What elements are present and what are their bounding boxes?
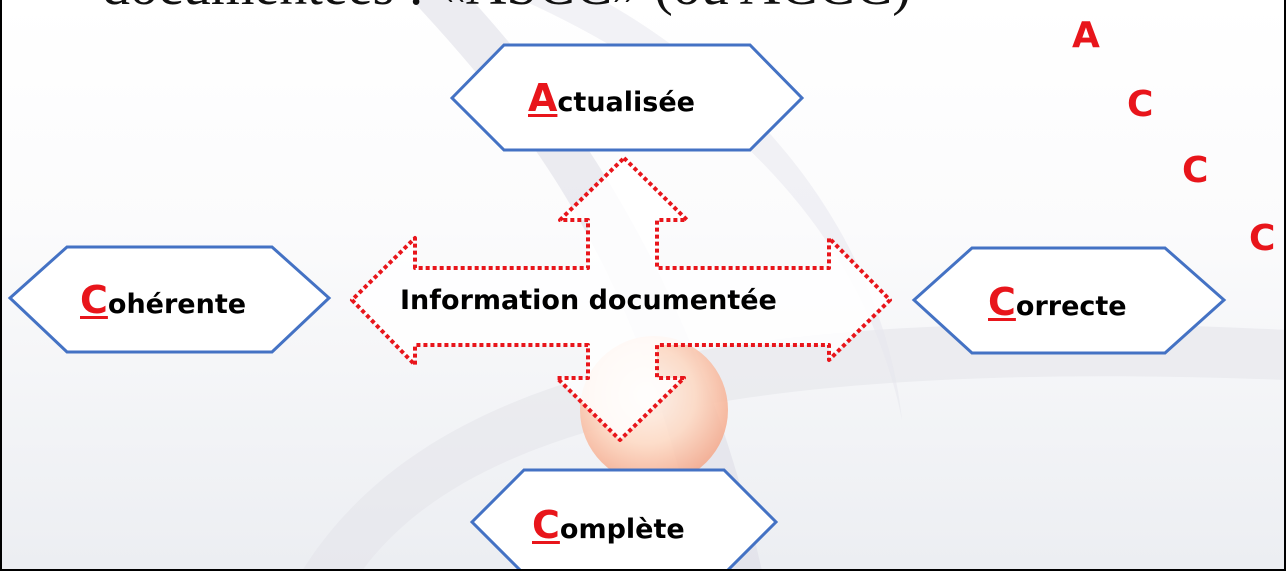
- label-actualisee-rest: ctualisée: [557, 87, 695, 118]
- label-actualisee: Actualisée: [528, 76, 695, 120]
- hexagon-actualisee: [449, 43, 805, 152]
- label-complete-initial: C: [532, 503, 560, 547]
- label-correcte-rest: orrecte: [1015, 291, 1127, 322]
- label-actualisee-initial: A: [528, 76, 558, 120]
- label-coherente-rest: ohérente: [107, 289, 247, 320]
- mnemonic-letter-c1: C: [1127, 84, 1154, 125]
- mnemonic-letter-c3: C: [1249, 218, 1276, 259]
- label-coherente-initial: C: [80, 278, 108, 322]
- label-correcte: Correcte: [988, 280, 1127, 324]
- mnemonic-letter-a: A: [1072, 15, 1100, 56]
- label-complete-rest: omplète: [559, 514, 685, 545]
- center-label: Information documentée: [400, 285, 777, 316]
- hexagon-coherente: [7, 245, 332, 354]
- hexagon-correcte: [911, 246, 1227, 355]
- label-complete: Complète: [532, 503, 685, 547]
- hexagon-complete: [469, 468, 779, 569]
- label-coherente: Cohérente: [80, 278, 246, 322]
- mnemonic-letter-c2: C: [1182, 150, 1209, 191]
- four-way-arrow: [350, 156, 892, 442]
- label-correcte-initial: C: [988, 280, 1016, 324]
